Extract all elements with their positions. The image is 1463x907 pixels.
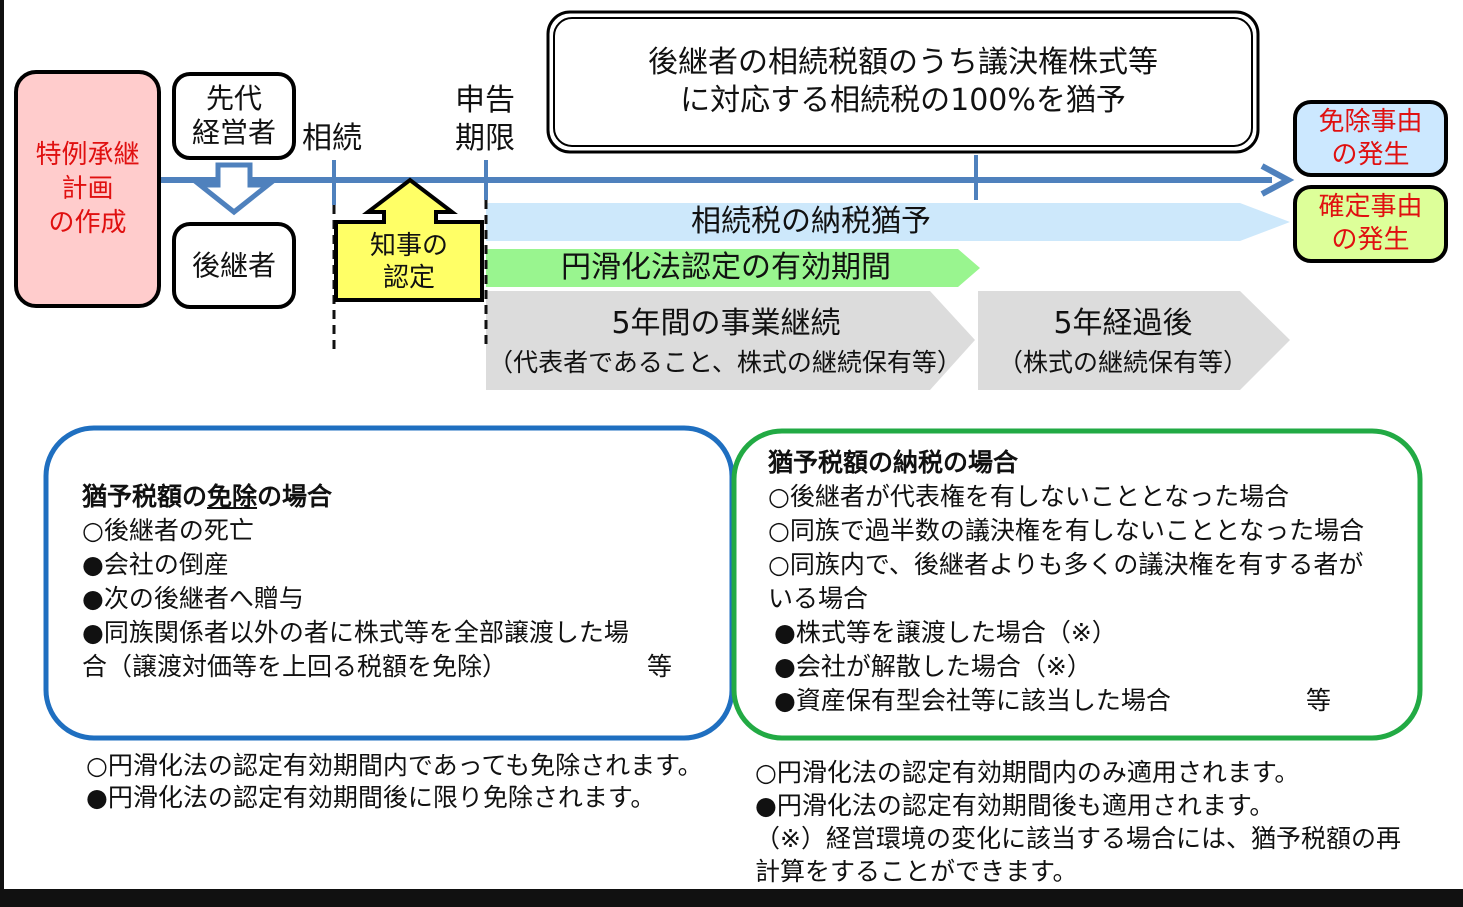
note: （※）経営環境の変化に該当する場合には、猶予税額の再 [755,824,1401,853]
after-title: 5年経過後 [1053,306,1193,341]
etc-label: 等 [647,652,673,681]
exempt-title-a: 猶予税額の [82,482,208,511]
deadline-label: 申告 期限 [455,83,515,156]
deferral-label: 相続税の納税猶予 [691,204,931,239]
list-item: いる場合 [768,584,869,613]
governor-arrow [334,177,484,302]
five-year-chevron [486,291,975,390]
note: ●円滑化法の認定有効期間後に限り免除されます。 [86,783,656,812]
pay-notes: ○円滑化法の認定有効期間内のみ適用されます。 ●円滑化法の認定有効期間後も適用さ… [755,756,1401,888]
governor-label: 知事の 認定 [369,231,448,293]
list-item: ●資産保有型会社等に該当した場合 [774,686,1171,715]
five-years-sub: （代表者であること、株式の継続保有等） [488,348,962,377]
confirmation-event-box: 確定事由 の発生 [1293,185,1448,263]
list-item: ●会社の倒産 [82,550,229,579]
list-item: ●会社が解散した場合（※） [774,652,1092,681]
exempt-title-underlined: 免除 [207,482,258,511]
list-item: ●同族関係者以外の者に株式等を全部譲渡した場 [82,618,629,647]
etc-label: 等 [1306,686,1332,715]
pay-title: 猶予税額の納税の場合 [768,448,1019,477]
exemption-event-box: 免除事由 の発生 [1293,100,1448,177]
list-item: ●株式等を譲渡した場合（※） [774,618,1117,647]
five-years-title: 5年間の事業継続 [611,306,841,341]
pay-panel-frame [731,428,1423,741]
bottom-edge [0,889,1463,907]
headline-inner-frame [553,17,1253,147]
headline: 後継者の相続税額のうち議決権株式等 に対応する相続税の100%を猶予 [648,45,1158,118]
note: ○円滑化法の認定有効期間内のみ適用されます。 [755,758,1300,787]
exempt-notes: ○円滑化法の認定有効期間内であっても免除されます。 ●円滑化法の認定有効期間後に… [86,750,703,814]
down-arrow-icon [192,162,276,216]
after-chevron [978,291,1290,390]
list-item: ○同族で過半数の議決権を有しないこととなった場合 [768,516,1365,545]
predecessor-box: 先代 経営者 [172,72,296,160]
exempt-title-b: の場合 [257,482,333,511]
validity-label: 円滑化法認定の有効期間 [561,250,891,285]
note: ○円滑化法の認定有効期間内であっても免除されます。 [86,751,703,780]
deferral-bar [486,203,1290,241]
plan-box: 特例承継 計画 の作成 [14,70,161,308]
inheritance-label: 相続 [302,121,362,156]
list-item: ○後継者の死亡 [82,516,254,545]
exempt-title: 猶予税額の免除の場合 [82,480,722,514]
list-item: 合（譲渡対価等を上回る税額を免除） [82,652,508,681]
note: ●円滑化法の認定有効期間後も適用されます。 [755,791,1275,820]
exempt-panel: 猶予税額の免除の場合 ○後継者の死亡 ●会社の倒産 ●次の後継者へ贈与 ●同族関… [82,480,722,684]
list-item: ●次の後継者へ贈与 [82,584,304,613]
list-item: ○同族内で、後継者よりも多くの議決権を有する者が [768,550,1364,579]
headline-frame [546,10,1260,154]
list-item: ○後継者が代表権を有しないこととなった場合 [768,482,1290,511]
note: 計算をすることができます。 [755,857,1078,886]
left-edge [0,0,4,907]
pay-panel: 猶予税額の納税の場合 ○後継者が代表権を有しないこととなった場合 ○同族で過半数… [768,446,1408,718]
timeline-arrowhead [1260,163,1295,197]
successor-box: 後継者 [172,222,296,309]
after-sub: （株式の継続保有等） [997,348,1248,377]
validity-bar [486,249,980,287]
